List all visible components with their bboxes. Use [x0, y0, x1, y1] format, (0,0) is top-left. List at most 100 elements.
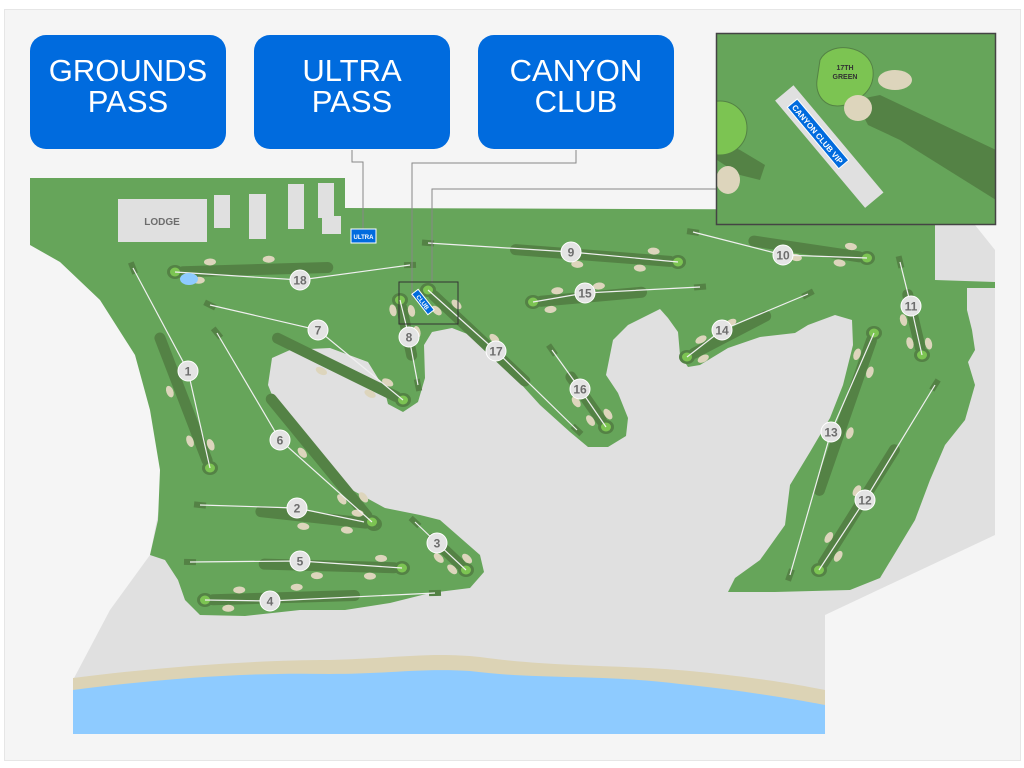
sand-bunker [431, 305, 442, 316]
sand-bunker [866, 366, 874, 379]
hole-number: 7 [315, 324, 322, 338]
hole-marker-15[interactable]: 15 [574, 282, 596, 304]
ultra-tag-label: ULTRA [354, 235, 375, 241]
hole-marker-4[interactable]: 4 [259, 590, 281, 612]
sand-bunker [375, 554, 388, 562]
sand-bunker [695, 335, 707, 344]
sand-bunker [315, 366, 327, 376]
sand-bunker [407, 304, 416, 317]
sand-bunker [297, 522, 310, 530]
hole-marker-10[interactable]: 10 [772, 244, 794, 266]
hole-number: 1 [185, 365, 192, 379]
hole-number: 2 [294, 502, 301, 516]
sand-bunker [462, 553, 473, 564]
sand-bunker [551, 287, 564, 295]
course-grounds [30, 178, 995, 616]
hole-marker-12[interactable]: 12 [854, 489, 876, 511]
hole-marker-11[interactable]: 11 [900, 295, 922, 317]
lodge-building [118, 199, 207, 242]
sand-bunker [833, 259, 846, 267]
hole-marker-14[interactable]: 14 [711, 319, 733, 341]
ocean [73, 670, 825, 734]
canyon-club-button[interactable]: CANYON CLUB [478, 35, 674, 149]
sand-bunker [451, 299, 462, 310]
sand-bunker [603, 408, 613, 420]
grounds-pass-line2: PASS [87, 84, 169, 119]
fairway [272, 332, 402, 402]
sand-bunker [290, 583, 303, 591]
canyon-club-line1: CANYON [509, 53, 643, 88]
sand-bunker [899, 314, 908, 326]
sand-bunker [262, 255, 275, 263]
club-connector [411, 150, 577, 300]
ultra-pass-line1: ULTRA [302, 53, 402, 88]
hole-number: 6 [277, 434, 284, 448]
sand-bunker [633, 264, 646, 272]
hole-number: 10 [776, 249, 790, 263]
hole-number: 14 [715, 324, 729, 338]
fairway [813, 335, 877, 496]
ultra-pass-line2: PASS [311, 84, 393, 119]
grounds-pass-button[interactable]: GROUNDS PASS [30, 35, 226, 149]
hole-marker-17[interactable]: 17 [485, 340, 507, 362]
inset-17th-green: CANYON CLUB VIP 17TH GREEN [715, 32, 997, 226]
hole-marker-6[interactable]: 6 [269, 429, 291, 451]
sand-bunker [544, 305, 557, 313]
sand-bunker [647, 247, 660, 255]
sand-bunker [586, 415, 596, 426]
sand-bunker [853, 348, 861, 361]
hole-number: 4 [267, 595, 274, 609]
sand-bunker [592, 282, 605, 290]
hole-marker-18[interactable]: 18 [289, 269, 311, 291]
sand-bunker [844, 242, 857, 251]
sand-bunker [447, 564, 458, 575]
sand-bunker [845, 427, 854, 439]
inset-17th-green-shape [816, 47, 874, 107]
pond [180, 273, 198, 285]
ultra-connector [351, 150, 364, 229]
inset-16th-green [717, 100, 748, 156]
sand-bunker [824, 532, 834, 543]
hole-number: 13 [824, 426, 838, 440]
hole-marker-9[interactable]: 9 [560, 241, 582, 263]
hole-number: 3 [434, 537, 441, 551]
hole-marker-8[interactable]: 8 [398, 326, 420, 348]
hole-marker-1[interactable]: 1 [177, 360, 199, 382]
fairway [265, 393, 373, 522]
ultra-location-tag[interactable]: ULTRA [350, 228, 377, 244]
sand-bunker [186, 435, 194, 447]
sand-bunker [433, 553, 444, 563]
hole-marker-2[interactable]: 2 [286, 497, 308, 519]
hole-number: 15 [578, 287, 592, 301]
sand-bunker [363, 572, 376, 580]
sand-bunker [924, 337, 933, 350]
hole-marker-13[interactable]: 13 [820, 421, 842, 443]
fairway [177, 261, 334, 278]
fairway [258, 558, 400, 574]
hole-number: 18 [293, 274, 307, 288]
fairway [154, 332, 213, 467]
vip-tag[interactable] [786, 98, 850, 170]
inset-fairway [855, 95, 995, 200]
hole-number: 12 [858, 494, 872, 508]
sand-bunker [389, 304, 397, 317]
grounds-pass-line1: GROUNDS [48, 53, 208, 88]
sand-bunker [697, 354, 709, 363]
ultra-pass-button[interactable]: ULTRA PASS [254, 35, 450, 149]
hole-marker-16[interactable]: 16 [569, 378, 591, 400]
inset-green-label-2: GREEN [833, 74, 858, 81]
hole-marker-5[interactable]: 5 [289, 550, 311, 572]
sand-bunker [310, 572, 323, 580]
sand-bunker [340, 526, 353, 534]
building [214, 195, 230, 228]
hole-marker-3[interactable]: 3 [426, 532, 448, 554]
hole-marker-7[interactable]: 7 [307, 319, 329, 341]
sand-bunker [878, 70, 912, 90]
hole-number: 8 [406, 331, 413, 345]
building [288, 184, 304, 229]
fairway [207, 589, 360, 606]
inset-connector [431, 188, 716, 283]
sand-bunker [833, 550, 843, 562]
sand-bunker [233, 586, 246, 594]
